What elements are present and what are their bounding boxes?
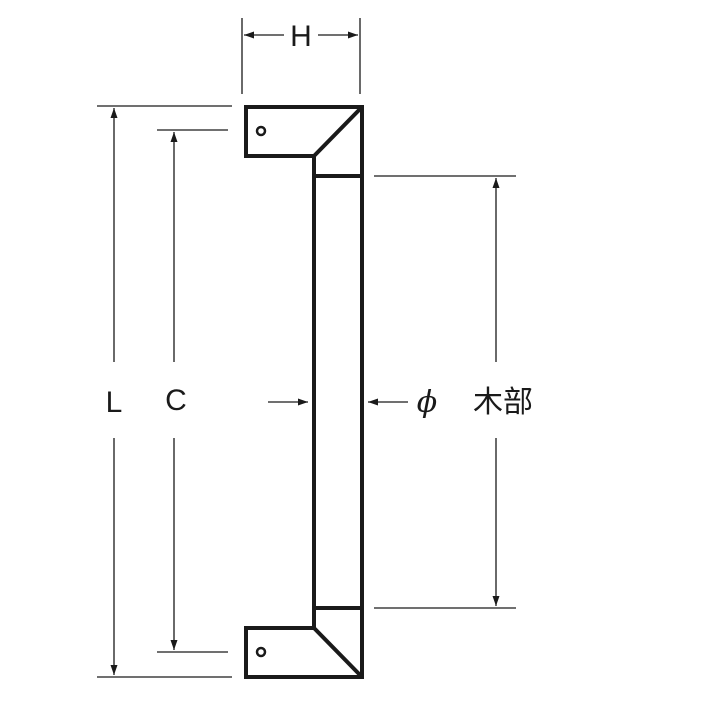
top-bracket	[244, 105, 364, 178]
center-label: C	[165, 384, 187, 417]
length-dimension: L	[97, 105, 232, 678]
length-label: L	[106, 386, 123, 419]
diameter-dimension: ϕ	[268, 385, 437, 420]
bottom-bracket	[244, 606, 364, 679]
top-screw-hole	[255, 125, 267, 137]
handle-outline	[244, 105, 364, 679]
top-bracket-bevel	[312, 105, 364, 158]
center-dimension: C	[157, 129, 228, 653]
wood-part-label: 木部	[473, 386, 533, 419]
wood-grip	[312, 174, 364, 610]
bottom-screw-hole	[255, 646, 267, 658]
height-label: H	[290, 20, 312, 53]
bottom-bracket-bevel	[312, 626, 364, 679]
diameter-label: ϕ	[417, 385, 437, 420]
height-dimension: H	[241, 18, 361, 94]
wood-part-dimension: 木部	[374, 175, 533, 609]
